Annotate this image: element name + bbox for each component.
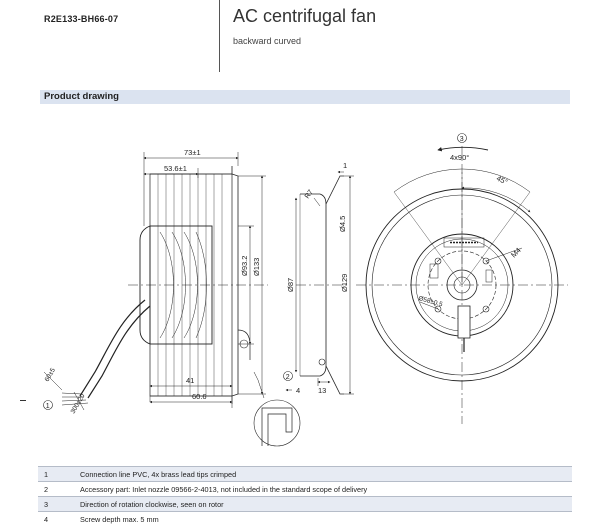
section-view-labels: 1 R7 Ø4.5 Ø87 Ø129 13 — [286, 161, 349, 395]
svg-text:2: 2 — [286, 374, 290, 381]
dim-1: 1 — [343, 161, 347, 170]
note-number: 2 — [38, 481, 76, 497]
note-text: Screw depth max. 5 mm — [76, 511, 572, 526]
dim-4-5: Ø4.5 — [338, 216, 347, 232]
callout-3: 3 — [457, 133, 467, 143]
header-divider — [219, 0, 220, 72]
model-number: R2E133-BH66-07 — [44, 14, 119, 24]
callout-2: 2 — [283, 371, 293, 381]
note-text: Direction of rotation clockwise, seen on… — [76, 496, 572, 512]
angle-45: 45° — [495, 174, 509, 187]
side-view-labels: 73±1 53.6±1 Ø93.2 Ø133 41 60.6 60±5 300±… — [44, 148, 301, 415]
section-header: Product drawing — [40, 90, 570, 104]
dim-60: 60.6 — [192, 392, 207, 401]
table-row: 3 Direction of rotation clockwise, seen … — [38, 496, 572, 512]
dim-53: 53.6±1 — [164, 164, 187, 173]
margin-mark — [20, 400, 26, 401]
dim-129: Ø129 — [340, 274, 349, 292]
section-label: Product drawing — [44, 91, 119, 102]
side-view-dimensions — [43, 152, 292, 411]
front-view — [356, 146, 568, 424]
dim-133: Ø133 — [252, 258, 261, 276]
dim-4: 4 — [296, 386, 300, 395]
product-title: AC centrifugal fan — [233, 6, 377, 26]
note-text: Connection line PVC, 4x brass lead tips … — [76, 466, 572, 482]
product-subtitle: backward curved — [233, 36, 302, 46]
table-row: 4 Screw depth max. 5 mm — [38, 511, 572, 526]
dim-13: 13 — [318, 386, 326, 395]
product-drawing: 73±1 53.6±1 Ø93.2 Ø133 41 60.6 60±5 300±… — [43, 133, 568, 447]
note-text: Accessory part: Inlet nozzle 09566-2-401… — [76, 481, 572, 497]
note-number: 3 — [38, 496, 76, 512]
side-view — [61, 166, 301, 447]
dim-41: 41 — [186, 376, 194, 385]
svg-text:1: 1 — [46, 403, 50, 410]
callout-1: 1 — [43, 400, 53, 410]
dim-73: 73±1 — [184, 148, 201, 157]
svg-text:3: 3 — [460, 136, 464, 143]
section-view — [294, 170, 354, 395]
dim-r7: R7 — [304, 189, 315, 200]
table-row: 2 Accessory part: Inlet nozzle 09566-2-4… — [38, 481, 572, 497]
notes-table: 1 Connection line PVC, 4x brass lead tip… — [38, 466, 572, 526]
note-number: 4 — [38, 511, 76, 526]
dim-93: Ø93.2 — [240, 256, 249, 276]
table-row: 1 Connection line PVC, 4x brass lead tip… — [38, 466, 572, 482]
dim-cable-60: 60±5 — [44, 367, 57, 383]
note-number: 1 — [38, 466, 76, 482]
dim-m4: M4 — [509, 246, 523, 260]
dim-cable-300: 300±20 — [70, 392, 87, 415]
dim-87: Ø87 — [286, 278, 295, 292]
angle-4x90: 4x90° — [450, 153, 469, 162]
